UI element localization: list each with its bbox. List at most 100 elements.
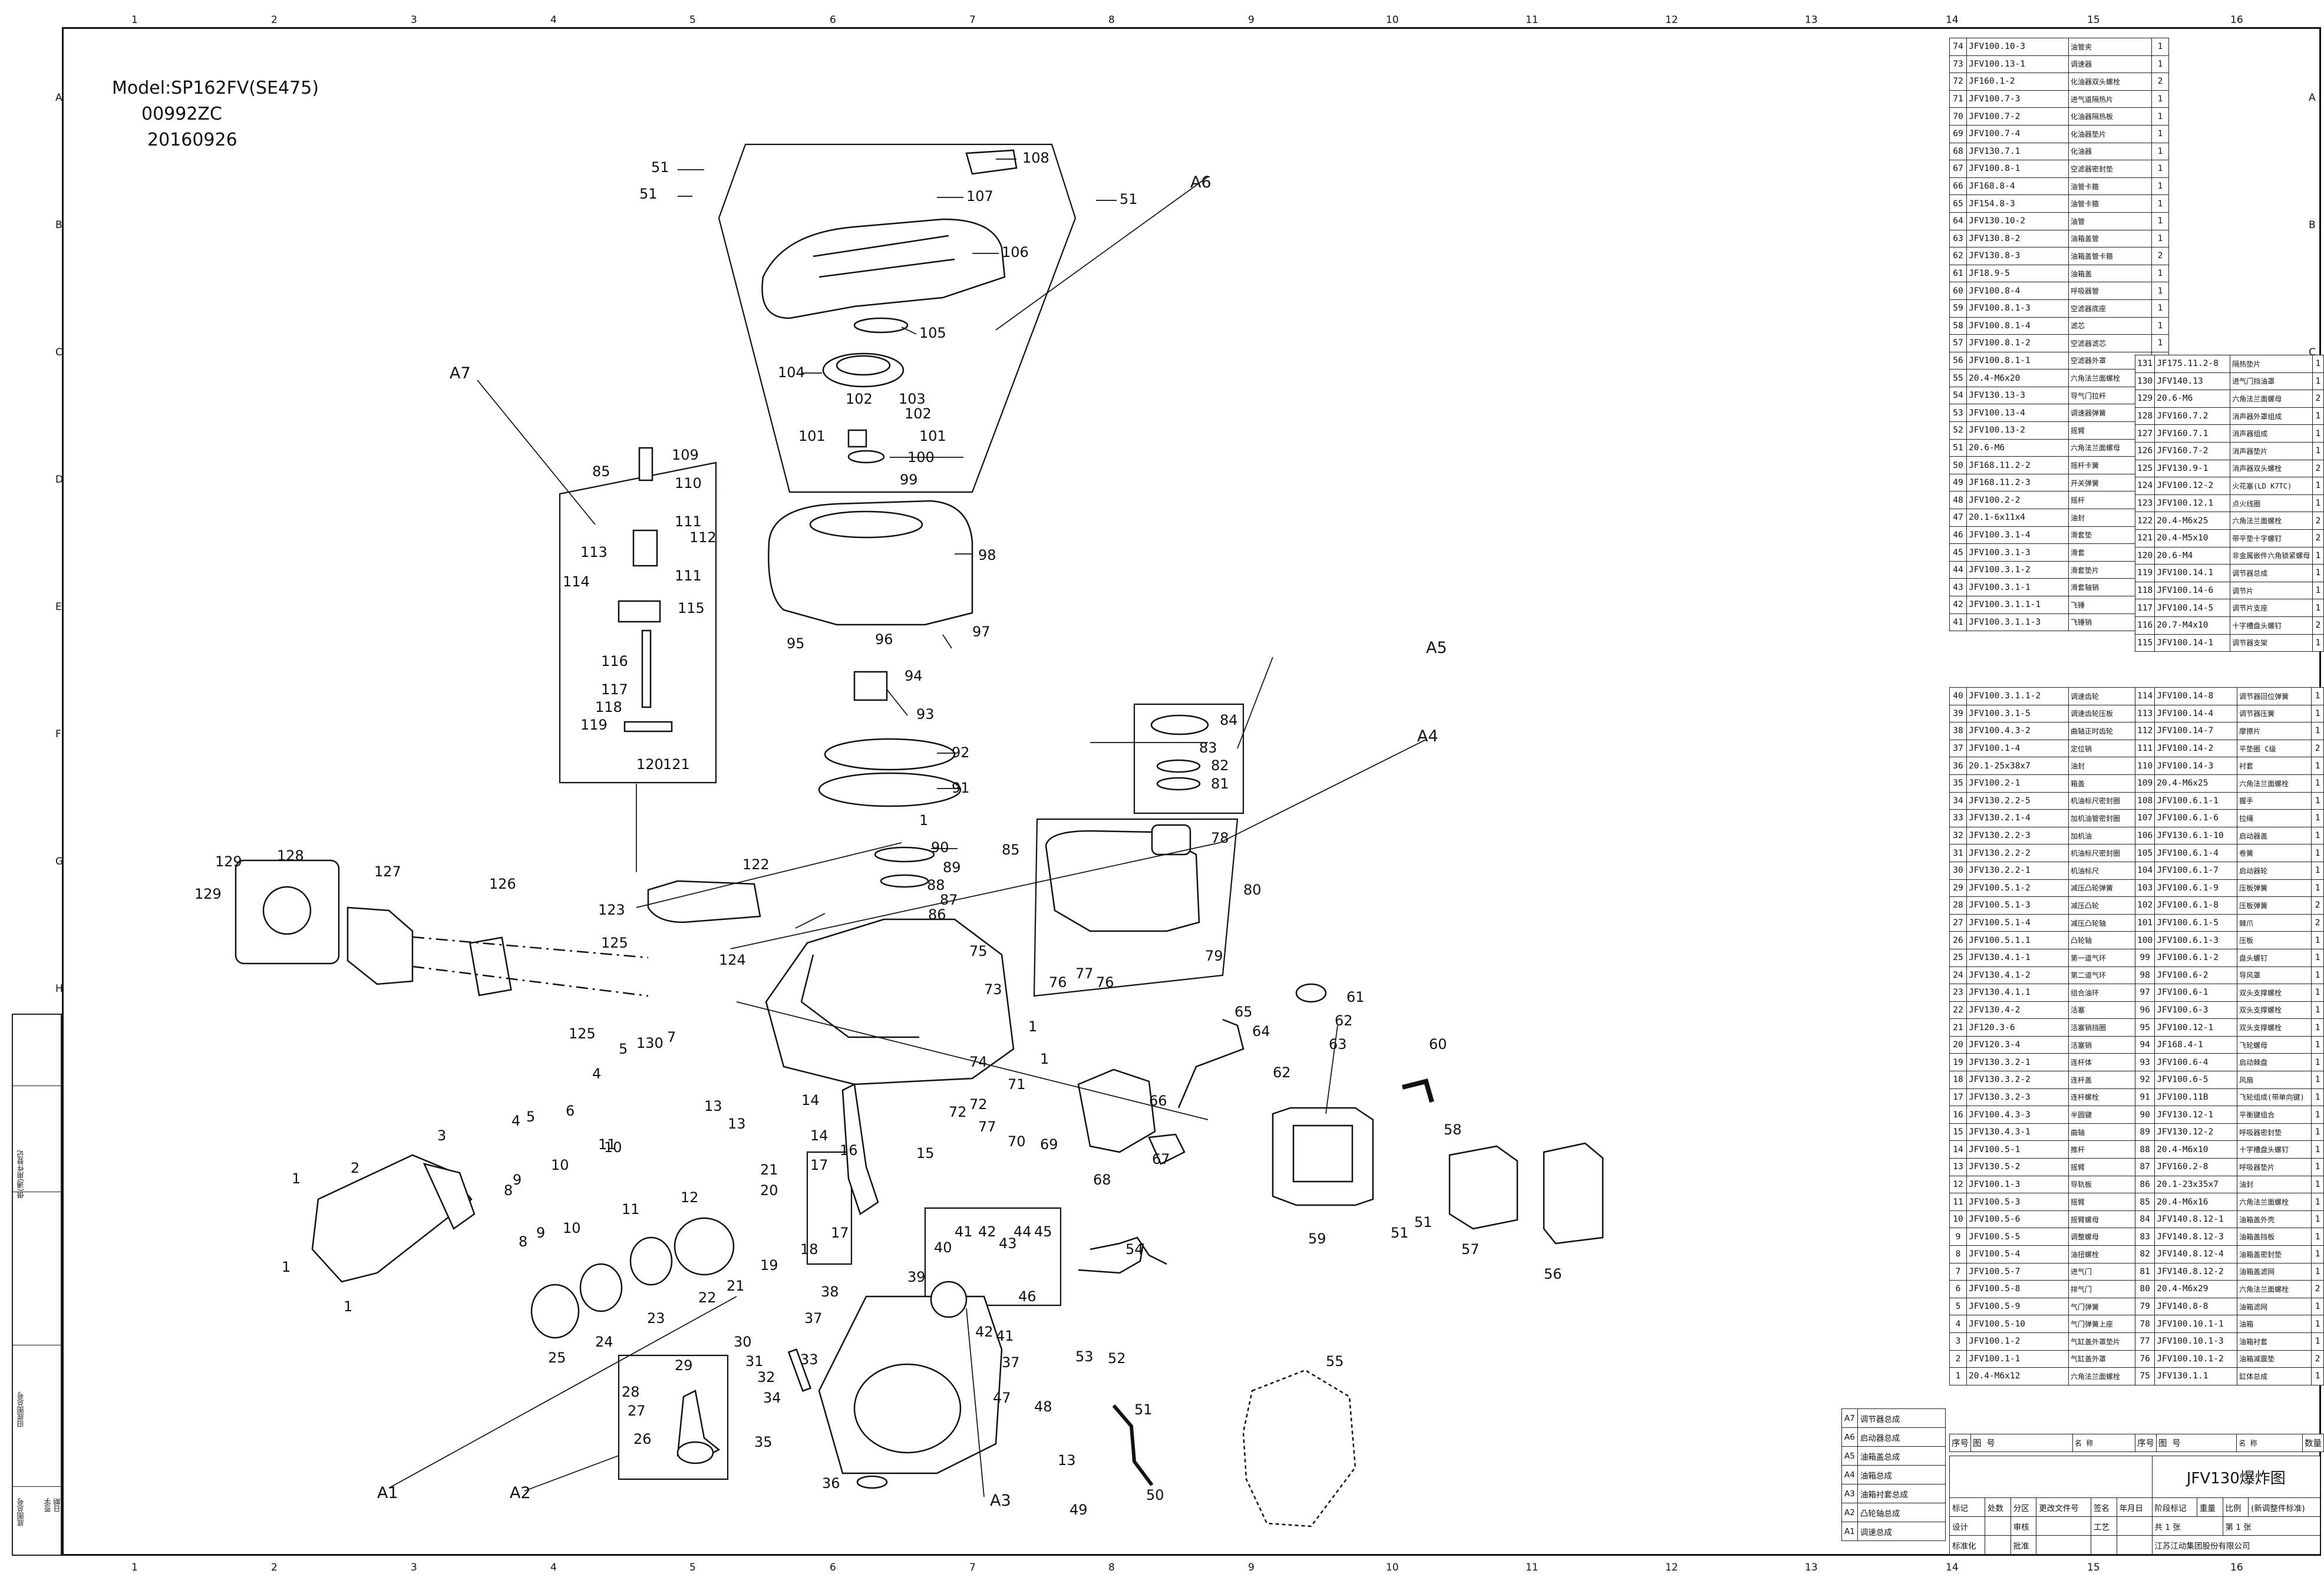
- bom-item-code: JFV100.6.1-1: [2154, 791, 2238, 810]
- bom-item-qty: 1: [2151, 229, 2169, 248]
- bom-item-no: 122: [2134, 512, 2155, 530]
- zone-col-6: 6: [830, 14, 836, 26]
- starter-pulley-inner: [836, 355, 891, 376]
- callout-9: 9: [513, 1172, 521, 1188]
- bom-item-name: 油箱减震垫: [2237, 1350, 2312, 1368]
- bom-item-name: 油管夹: [2068, 38, 2152, 56]
- bom-item-no: 32: [1949, 826, 1967, 845]
- callout-52: 52: [1108, 1350, 1126, 1367]
- bom-item-code: JFV100.3.1-1: [1966, 578, 2069, 596]
- zone-col-10-b: 10: [1386, 1562, 1399, 1573]
- tb-subtitle: (新调整件标准): [2248, 1497, 2320, 1517]
- bom-item-code: JFV130.7.1: [1966, 142, 2069, 161]
- bom-item-name: 隔热垫片: [2230, 355, 2313, 373]
- model-date: 20160926: [147, 130, 237, 150]
- registration-sidebar: 借(通)用件登记 旧底图总号 底图总号 签字 日期: [12, 1014, 62, 1556]
- zone-row-C-r: C: [2309, 347, 2316, 358]
- bom-item-name: 非金属嵌件六角锁紧螺母: [2230, 546, 2313, 565]
- bom-item-no: 64: [1949, 212, 1967, 230]
- callout-16: 16: [840, 1142, 858, 1159]
- bom-item-code: JFV130.5-2: [1966, 1158, 2069, 1176]
- callout-97: 97: [972, 623, 991, 640]
- bom-item-no: 95: [2134, 1018, 2155, 1037]
- leader: [388, 1296, 737, 1489]
- bom-item-name: 启动器轮: [2237, 861, 2312, 880]
- bom-item-no: 24: [1949, 966, 1967, 985]
- bom-item-no: 113: [2134, 704, 2155, 723]
- bom-item-no: 107: [2134, 809, 2155, 827]
- title-block: JFV130爆炸图 标记 处数 分区 更改文件号 签名 年月日 阶段标记 重量 …: [1949, 1456, 2321, 1555]
- callout-116: 116: [601, 653, 628, 669]
- callout-68: 68: [1093, 1172, 1111, 1188]
- callout-83: 83: [1199, 740, 1217, 756]
- bom-item-name: 化油器隔热板: [2068, 107, 2152, 126]
- bom-item-no: 33: [1949, 809, 1967, 827]
- callout-82: 82: [1211, 757, 1229, 774]
- fuel-tank-neck: [1151, 824, 1191, 856]
- group-label-a7: A7: [450, 364, 471, 382]
- fan: [824, 738, 956, 771]
- callout-43: 43: [999, 1235, 1017, 1252]
- fuel-cap: [1150, 714, 1209, 735]
- bom-item-qty: 1: [2311, 1228, 2324, 1246]
- callout-66: 66: [1149, 1093, 1167, 1109]
- starter-handle: [965, 149, 1018, 175]
- carburetor: [1077, 1068, 1156, 1153]
- callout-13: 13: [728, 1116, 746, 1132]
- bom-item-name: 空滤器底座: [2068, 299, 2152, 318]
- bom-item-qty: 1: [2311, 1035, 2324, 1054]
- bom-item-code: JFV130.10-2: [1966, 212, 2069, 230]
- bom-item-no: 62: [1949, 247, 1967, 265]
- tb-stage: 阶段标记: [2151, 1497, 2197, 1517]
- bom-item-no: 56: [1949, 351, 1967, 370]
- bom-item-code: JFV100.10-3: [1966, 38, 2069, 56]
- bom-item-no: 27: [1949, 913, 1967, 932]
- callout-4: 4: [592, 1065, 601, 1082]
- bom-item-no: 115: [2134, 634, 2155, 652]
- bom-item-qty: 1: [2312, 494, 2324, 513]
- zone-row-F: F: [55, 728, 61, 740]
- bom-item-no: 110: [2134, 757, 2155, 775]
- bom-item-name: 调节片: [2230, 581, 2313, 600]
- callout-35: 35: [754, 1434, 773, 1450]
- bom-item-code: JFV120.3-4: [1966, 1035, 2069, 1054]
- callout-45: 45: [1034, 1223, 1052, 1240]
- bom-item-code: JFV100.6-5: [2154, 1071, 2238, 1089]
- bom-item-code: JFV130.4.1.1: [1966, 984, 2069, 1002]
- bom-item-code: JFV100.5.1.1: [1966, 931, 2069, 949]
- bom-item-qty: 1: [2311, 1193, 2324, 1211]
- assembly-name: 油箱盖总成: [1857, 1446, 1946, 1466]
- callout-119: 119: [580, 717, 608, 733]
- regulator-bolt: [638, 447, 653, 481]
- bom-item-name: 进气道隔热片: [2068, 90, 2152, 108]
- bom-item-no: 81: [2134, 1262, 2155, 1281]
- bom-item-no: 92: [2134, 1071, 2155, 1089]
- group-a2-outline: [618, 1354, 729, 1480]
- bom-item-no: 17: [1949, 1088, 1967, 1107]
- callout-18: 18: [800, 1241, 818, 1258]
- callout-67: 67: [1152, 1151, 1170, 1167]
- bom-item-no: 97: [2134, 984, 2155, 1002]
- bom-item-code: JFV100.1-2: [1966, 1332, 2069, 1351]
- bom-item-no: 21: [1949, 1018, 1967, 1037]
- bom-item-no: 88: [2134, 1140, 2155, 1159]
- zone-col-14-b: 14: [1946, 1562, 1959, 1573]
- bom-item-no: 47: [1949, 509, 1967, 527]
- tb-label: 年月日: [2116, 1497, 2153, 1517]
- bom-item-no: 71: [1949, 90, 1967, 108]
- bom-item-name: 油箱: [2237, 1315, 2312, 1333]
- bom-item-code: 20.4-M5x10: [2154, 529, 2231, 547]
- bom-item-code: JFV100.1-4: [1966, 739, 2069, 758]
- muffler-cover: [235, 859, 340, 965]
